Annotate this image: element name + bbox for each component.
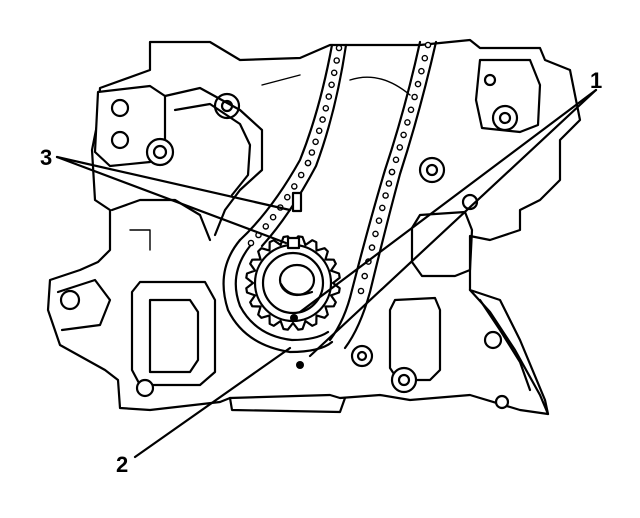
callout-1: 1 (590, 68, 602, 93)
chain-link (297, 171, 305, 179)
chain-link (382, 192, 389, 199)
chain-link (404, 119, 411, 126)
leader-lines (55, 88, 598, 459)
chain-link (357, 287, 365, 295)
chain-link (247, 239, 255, 247)
chain-link (333, 57, 341, 64)
chain-link (414, 80, 422, 88)
chain-link (269, 213, 277, 221)
chain-link (372, 230, 379, 238)
chain-link (407, 106, 415, 114)
chain-link (375, 217, 383, 224)
callout-2: 2 (116, 452, 128, 477)
chain-link (424, 41, 432, 49)
chain-link (315, 127, 323, 135)
chain-link (290, 183, 298, 190)
chain-link (283, 193, 291, 201)
chain-link (361, 272, 369, 280)
chain-link (262, 223, 270, 230)
chain-link (411, 93, 418, 101)
engine-block (46, 38, 582, 416)
chain-link (322, 105, 330, 112)
callout-3: 3 (40, 145, 52, 170)
chain-link (421, 54, 429, 62)
block-timing-marks (291, 191, 304, 369)
chain-link (319, 116, 326, 123)
chain-link (312, 138, 319, 146)
chain-link (325, 93, 333, 100)
chain-link (418, 67, 425, 75)
chain-link (308, 149, 316, 156)
chain-link (385, 180, 393, 187)
chain-link (335, 44, 343, 52)
crankshaft-sprocket (245, 235, 341, 331)
chain-link (328, 81, 335, 89)
chain-link (400, 131, 407, 139)
chain-link (392, 156, 400, 164)
chain-link (368, 244, 376, 251)
chain-link (304, 159, 312, 167)
chain-link (396, 144, 404, 151)
chain-link (378, 204, 386, 212)
chain-link (388, 168, 396, 176)
chain-link (330, 69, 338, 77)
timing-chain (222, 40, 438, 354)
